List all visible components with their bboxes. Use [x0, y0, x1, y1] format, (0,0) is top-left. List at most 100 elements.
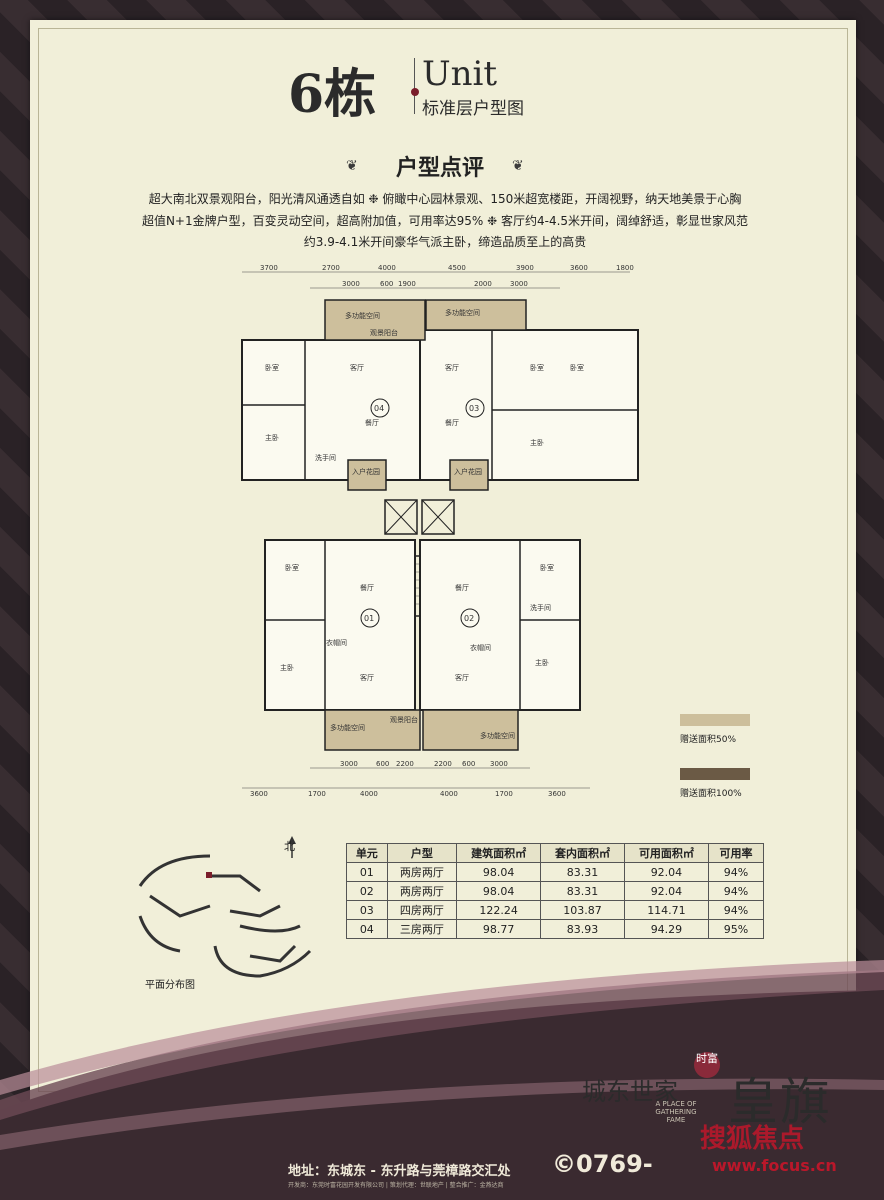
room-living-4: 客厅 [455, 673, 469, 682]
dim-top2-4: 2000 [474, 280, 492, 288]
table-row: 04 三房两厅 98.77 83.93 94.29 95% [346, 919, 765, 939]
room-bedroom-3: 卧室 [570, 363, 584, 372]
description-line-2: 超值N+1金牌户型，百变灵动空间，超高附加值，可用率达95% ❉ 客厅约4-4.… [141, 214, 749, 228]
description-line-3: 约3.9-4.1米开间豪华气派主卧，缔造品质至上的高贵 [303, 235, 587, 249]
cell: 95% [707, 919, 765, 939]
cell: 两房两厅 [386, 881, 458, 901]
address-text: 地址：东城东 - 东升路与莞樟路交汇处 [288, 1164, 511, 1179]
col-gross-area: 建筑面积㎡ [456, 843, 542, 863]
room-closet-2: 衣帽间 [470, 643, 491, 652]
room-wash-2: 洗手间 [530, 603, 551, 612]
room-multi-1: 多功能空间 [345, 311, 380, 320]
cell: 01 [346, 862, 388, 882]
floor-plan: 3700 2700 4000 4500 3900 3600 1800 3000 … [241, 264, 639, 798]
ornament-right-icon: ❦ [512, 158, 524, 174]
unit-id-02: 02 [464, 614, 474, 623]
unit-label: Unit [422, 54, 498, 94]
dim-top-6: 3600 [570, 264, 588, 272]
room-dining-3: 餐厅 [360, 583, 374, 592]
cell: 92.04 [623, 862, 709, 882]
dim-bottom2-6: 3600 [548, 790, 566, 798]
cell: 94% [707, 900, 765, 920]
building-number: 6栋 [288, 64, 377, 125]
brand-logo: 皇旗 [728, 1073, 832, 1131]
room-master-2: 主卧 [530, 438, 544, 447]
room-dining-2: 餐厅 [445, 418, 459, 427]
cell: 98.04 [456, 862, 542, 882]
cell: 两房两厅 [386, 862, 458, 882]
dim-top2-5: 3000 [510, 280, 528, 288]
dim-bottom-5: 600 [462, 760, 475, 768]
cell: 02 [346, 881, 388, 901]
cell: 92.04 [623, 881, 709, 901]
col-usable-rate: 可用率 [707, 843, 765, 863]
table-row: 01 两房两厅 98.04 83.31 92.04 94% [346, 862, 765, 882]
dim-top2-1: 3000 [342, 280, 360, 288]
site-marker-icon [206, 872, 212, 878]
legend-swatch-50 [680, 714, 750, 726]
table-header-row: 单元 户型 建筑面积㎡ 套内面积㎡ 可用面积㎡ 可用率 [346, 843, 765, 863]
cell: 03 [346, 900, 388, 920]
cell: 94% [707, 862, 765, 882]
watermark-url: www.focus.cn [712, 1156, 837, 1175]
room-living-2: 客厅 [445, 363, 459, 372]
dim-bottom-6: 3000 [490, 760, 508, 768]
dim-top-3: 4000 [378, 264, 396, 272]
title-block: 6栋 Unit 标准层户型图 [288, 52, 548, 132]
site-map [138, 836, 312, 978]
dim-bottom2-5: 1700 [495, 790, 513, 798]
unit-id-01: 01 [364, 614, 374, 623]
dim-bottom-3: 2200 [396, 760, 414, 768]
cell: 94% [707, 881, 765, 901]
dim-bottom2-4: 4000 [440, 790, 458, 798]
col-usable-area: 可用面积㎡ [623, 843, 709, 863]
dim-top-5: 3900 [516, 264, 534, 272]
watermark-text: 搜狐焦点 [700, 1124, 805, 1154]
room-living-1: 客厅 [350, 363, 364, 372]
cell: 83.31 [540, 881, 625, 901]
dim-bottom2-1: 3600 [250, 790, 268, 798]
room-bedroom-5: 卧室 [540, 563, 554, 572]
unit-id-04: 04 [374, 404, 384, 413]
dim-bottom-2: 600 [376, 760, 389, 768]
cell: 04 [346, 919, 388, 939]
description-line-1: 超大南北双景观阳台，阳光清风通透自如 ❉ 俯瞰中心园林景观、150米超宽楼距，开… [148, 192, 742, 206]
room-multi-2: 多功能空间 [445, 308, 480, 317]
cell: 83.93 [540, 919, 625, 939]
title-dot-icon [411, 88, 419, 96]
cell: 103.87 [540, 900, 625, 920]
cell: 94.29 [623, 919, 709, 939]
floorplan-subtitle: 标准层户型图 [422, 99, 524, 119]
title-divider [414, 58, 415, 114]
table-row: 03 四房两厅 122.24 103.87 114.71 94% [346, 900, 765, 920]
cell: 83.31 [540, 862, 625, 882]
unit-id-03: 03 [469, 404, 479, 413]
legend-swatch-100 [680, 768, 750, 780]
dim-bottom-4: 2200 [434, 760, 452, 768]
cell: 98.77 [456, 919, 542, 939]
dim-bottom-1: 3000 [340, 760, 358, 768]
dim-top-1: 3700 [260, 264, 278, 272]
brand-name: 城东世家 [582, 1078, 678, 1106]
room-view-1: 观景阳台 [370, 328, 398, 337]
area-table: 单元 户型 建筑面积㎡ 套内面积㎡ 可用面积㎡ 可用率 01 两房两厅 98.0… [346, 843, 765, 939]
room-multi-3: 多功能空间 [330, 723, 365, 732]
phone-text: ©0769- [552, 1150, 653, 1178]
room-view-2: 观景阳台 [390, 715, 418, 724]
room-closet-1: 衣帽间 [326, 638, 347, 647]
legend-label-100: 赠送面积100% [680, 789, 742, 799]
room-bedroom-2: 卧室 [530, 363, 544, 372]
dim-top2-3: 1900 [398, 280, 416, 288]
review-title: 户型点评 [395, 156, 484, 181]
dim-top-2: 2700 [322, 264, 340, 272]
legend-label-50: 赠送面积50% [680, 735, 737, 745]
room-living-3: 客厅 [360, 673, 374, 682]
room-bedroom-4: 卧室 [285, 563, 299, 572]
room-master-3: 主卧 [280, 663, 294, 672]
site-map-label: 平面分布图 [145, 980, 195, 991]
footer-swoosh [0, 960, 884, 1200]
north-label: 北 [284, 840, 295, 853]
brand-tagline: A PLACE OF GATHERING FAME [655, 1100, 697, 1124]
col-inner-area: 套内面积㎡ [540, 843, 625, 863]
dim-bottom2-3: 4000 [360, 790, 378, 798]
